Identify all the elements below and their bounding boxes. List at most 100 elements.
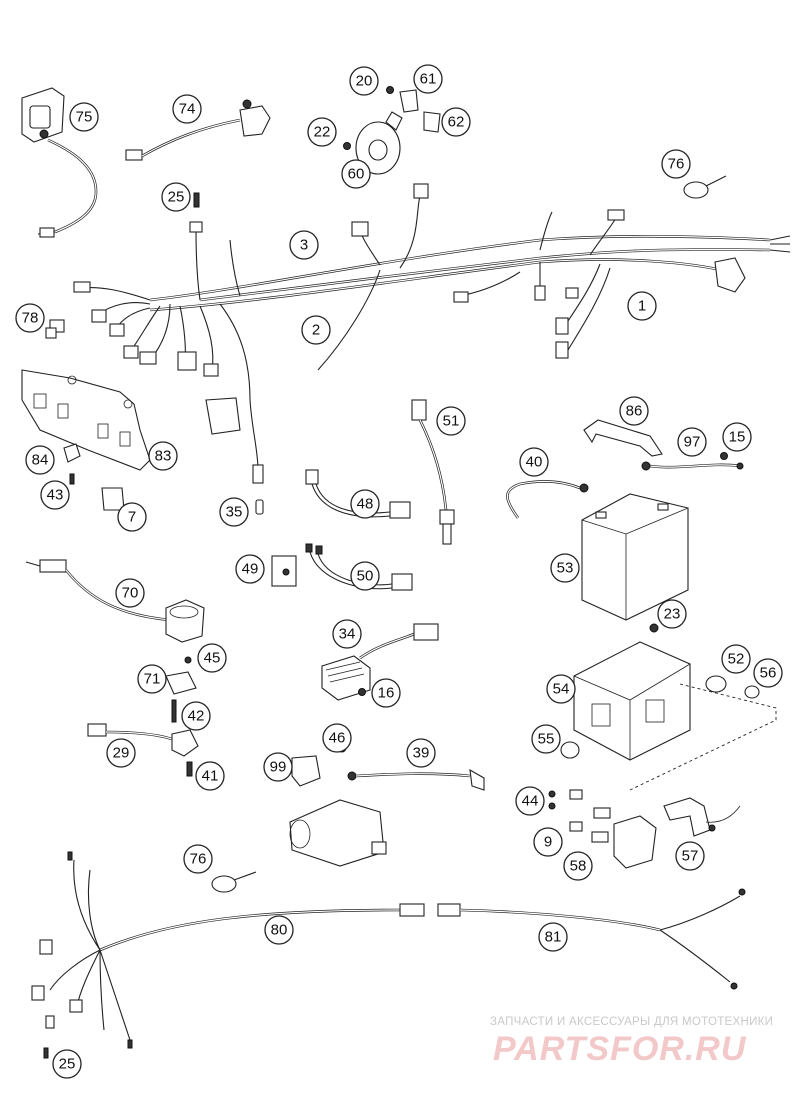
svg-text:99: 99 (270, 759, 287, 776)
svg-text:7: 7 (128, 509, 136, 526)
callout-15: 15 (722, 422, 752, 452)
callout-71: 71 (137, 664, 167, 694)
callout-54: 54 (546, 674, 576, 704)
svg-text:45: 45 (204, 650, 221, 667)
callout-80: 80 (264, 915, 294, 945)
svg-text:25: 25 (59, 1056, 76, 1073)
svg-text:43: 43 (47, 487, 64, 504)
callout-86: 86 (619, 396, 649, 426)
callout-7: 7 (117, 502, 147, 532)
callout-20: 20 (349, 66, 379, 96)
callout-39: 39 (406, 738, 436, 768)
callout-9: 9 (533, 827, 563, 857)
callout-61: 61 (413, 64, 443, 94)
svg-text:80: 80 (271, 922, 288, 939)
callout-3: 3 (289, 230, 319, 260)
part-75-light-switch (21, 87, 98, 238)
callout-42: 42 (181, 701, 211, 731)
callout-23: 23 (657, 599, 687, 629)
svg-text:16: 16 (378, 685, 395, 702)
svg-text:15: 15 (729, 429, 746, 446)
svg-text:2: 2 (312, 322, 320, 339)
svg-text:9: 9 (544, 834, 552, 851)
svg-text:52: 52 (728, 651, 745, 668)
svg-text:1: 1 (638, 298, 646, 315)
svg-text:57: 57 (682, 848, 699, 865)
svg-text:44: 44 (522, 793, 539, 810)
svg-text:40: 40 (526, 454, 543, 471)
part-80-rear-harness (31, 851, 425, 1059)
callout-22: 22 (307, 117, 337, 147)
callout-58: 58 (563, 851, 593, 881)
callout-76: 76 (661, 149, 691, 179)
callout-34: 34 (332, 619, 362, 649)
callout-60: 60 (341, 159, 371, 189)
callout-52: 52 (721, 644, 751, 674)
svg-text:71: 71 (144, 671, 161, 688)
svg-text:3: 3 (300, 237, 308, 254)
part-76-cable-tie (683, 175, 727, 199)
callout-1: 1 (627, 291, 657, 321)
part-74-cable (125, 99, 271, 161)
svg-text:60: 60 (348, 166, 365, 183)
callout-78: 78 (15, 303, 45, 333)
callout-70: 70 (115, 578, 145, 608)
svg-text:70: 70 (122, 585, 139, 602)
callout-74: 74 (172, 94, 202, 124)
part-35-bulb (255, 499, 264, 515)
svg-text:23: 23 (664, 606, 681, 623)
callout-44: 44 (515, 786, 545, 816)
svg-text:55: 55 (538, 731, 555, 748)
svg-text:51: 51 (443, 413, 460, 430)
part-34-regulator (321, 623, 439, 701)
svg-text:86: 86 (626, 403, 643, 420)
part-1-2-3-main-harness (73, 183, 791, 484)
svg-text:84: 84 (32, 452, 49, 469)
callout-40: 40 (519, 447, 549, 477)
svg-text:62: 62 (448, 114, 465, 131)
callout-83: 83 (148, 441, 178, 471)
callout-81: 81 (538, 922, 568, 952)
callout-57: 57 (675, 841, 705, 871)
svg-text:83: 83 (155, 448, 172, 465)
part-40-cable (506, 480, 589, 519)
svg-text:50: 50 (357, 568, 374, 585)
svg-text:81: 81 (545, 929, 562, 946)
part-86-strap (583, 419, 663, 457)
callout-45: 45 (197, 643, 227, 673)
svg-text:56: 56 (760, 665, 777, 682)
part-78-connectors (45, 319, 65, 339)
svg-text:97: 97 (684, 434, 701, 451)
callout-99: 99 (263, 752, 293, 782)
callout-25: 25 (161, 182, 191, 212)
callout-76-lower: 76 (183, 844, 213, 874)
svg-text:76: 76 (190, 851, 207, 868)
part-76-cable-tie-lower (211, 871, 257, 893)
svg-text:53: 53 (557, 560, 574, 577)
callout-49: 49 (235, 554, 265, 584)
callout-41: 41 (195, 761, 225, 791)
callout-29: 29 (106, 738, 136, 768)
callout-97: 97 (677, 427, 707, 457)
svg-text:35: 35 (226, 504, 243, 521)
part-50-cable (305, 543, 413, 591)
part-60-horn (343, 86, 441, 175)
svg-text:22: 22 (314, 124, 331, 141)
svg-text:49: 49 (242, 561, 259, 578)
callout-84: 84 (25, 445, 55, 475)
part-51-sensor (411, 399, 455, 545)
svg-text:34: 34 (339, 626, 356, 643)
part-83-plate (21, 369, 151, 471)
callout-46: 46 (322, 723, 352, 753)
callout-62: 62 (441, 107, 471, 137)
svg-text:46: 46 (329, 730, 346, 747)
callout-35: 35 (219, 497, 249, 527)
svg-text:48: 48 (357, 496, 374, 513)
part-84-43-7-small-parts (63, 443, 125, 511)
svg-text:75: 75 (76, 109, 93, 126)
svg-text:25: 25 (168, 189, 185, 206)
svg-text:58: 58 (570, 858, 587, 875)
callout-16: 16 (371, 678, 401, 708)
part-71-45-42-parts (165, 656, 197, 723)
